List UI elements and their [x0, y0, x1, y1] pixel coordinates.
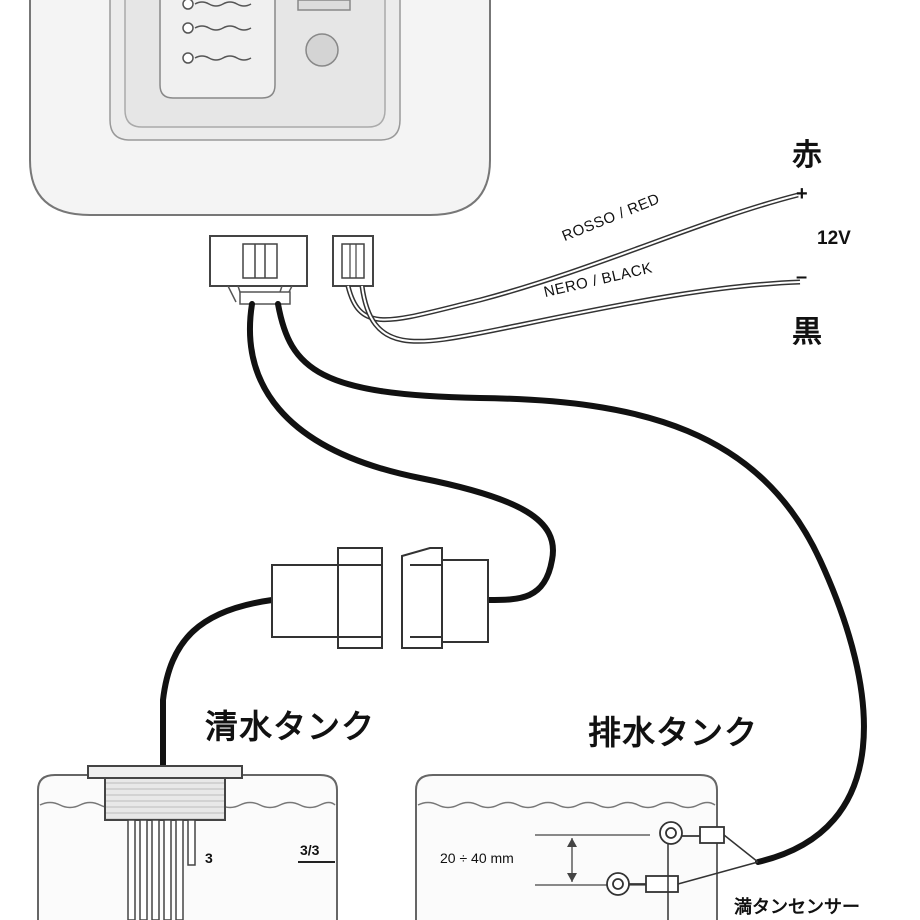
inline-connector-female — [401, 547, 489, 649]
waste-tank-title: 排水タンク — [588, 713, 758, 752]
panel-main-connector — [209, 235, 308, 305]
level-indicator-leds — [182, 0, 252, 64]
inline-connector-male — [271, 547, 383, 649]
sensor-distance-label: 20 ÷ 40 mm — [440, 850, 514, 866]
panel-power-connector — [332, 235, 374, 287]
full-tank-sensor-lower — [606, 872, 679, 896]
sensor-flange — [87, 765, 243, 779]
red-wire-kanji: 赤 — [792, 138, 822, 173]
black-wire-kanji: 黒 — [792, 315, 822, 350]
test-button — [305, 33, 339, 67]
negative-terminal: – — [796, 266, 808, 288]
panel-display-slot — [297, 0, 351, 11]
power-wires — [345, 192, 801, 344]
control-panel — [29, 0, 491, 216]
level-3-3-label: 3/3 — [300, 842, 320, 858]
sensor-rods — [127, 819, 196, 920]
fresh-tank-title: 清水タンク — [205, 707, 375, 746]
full-tank-sensor-upper — [659, 821, 725, 845]
sensor-head — [104, 777, 226, 821]
sensor-cables — [160, 301, 867, 865]
positive-terminal: + — [796, 183, 808, 205]
fresh-water-tank — [37, 765, 338, 920]
level-3-label: 3 — [205, 850, 213, 866]
full-tank-sensor-label: 満タンセンサー — [734, 897, 860, 918]
waste-water-tank — [415, 774, 759, 920]
voltage-label: 12V — [817, 228, 851, 249]
